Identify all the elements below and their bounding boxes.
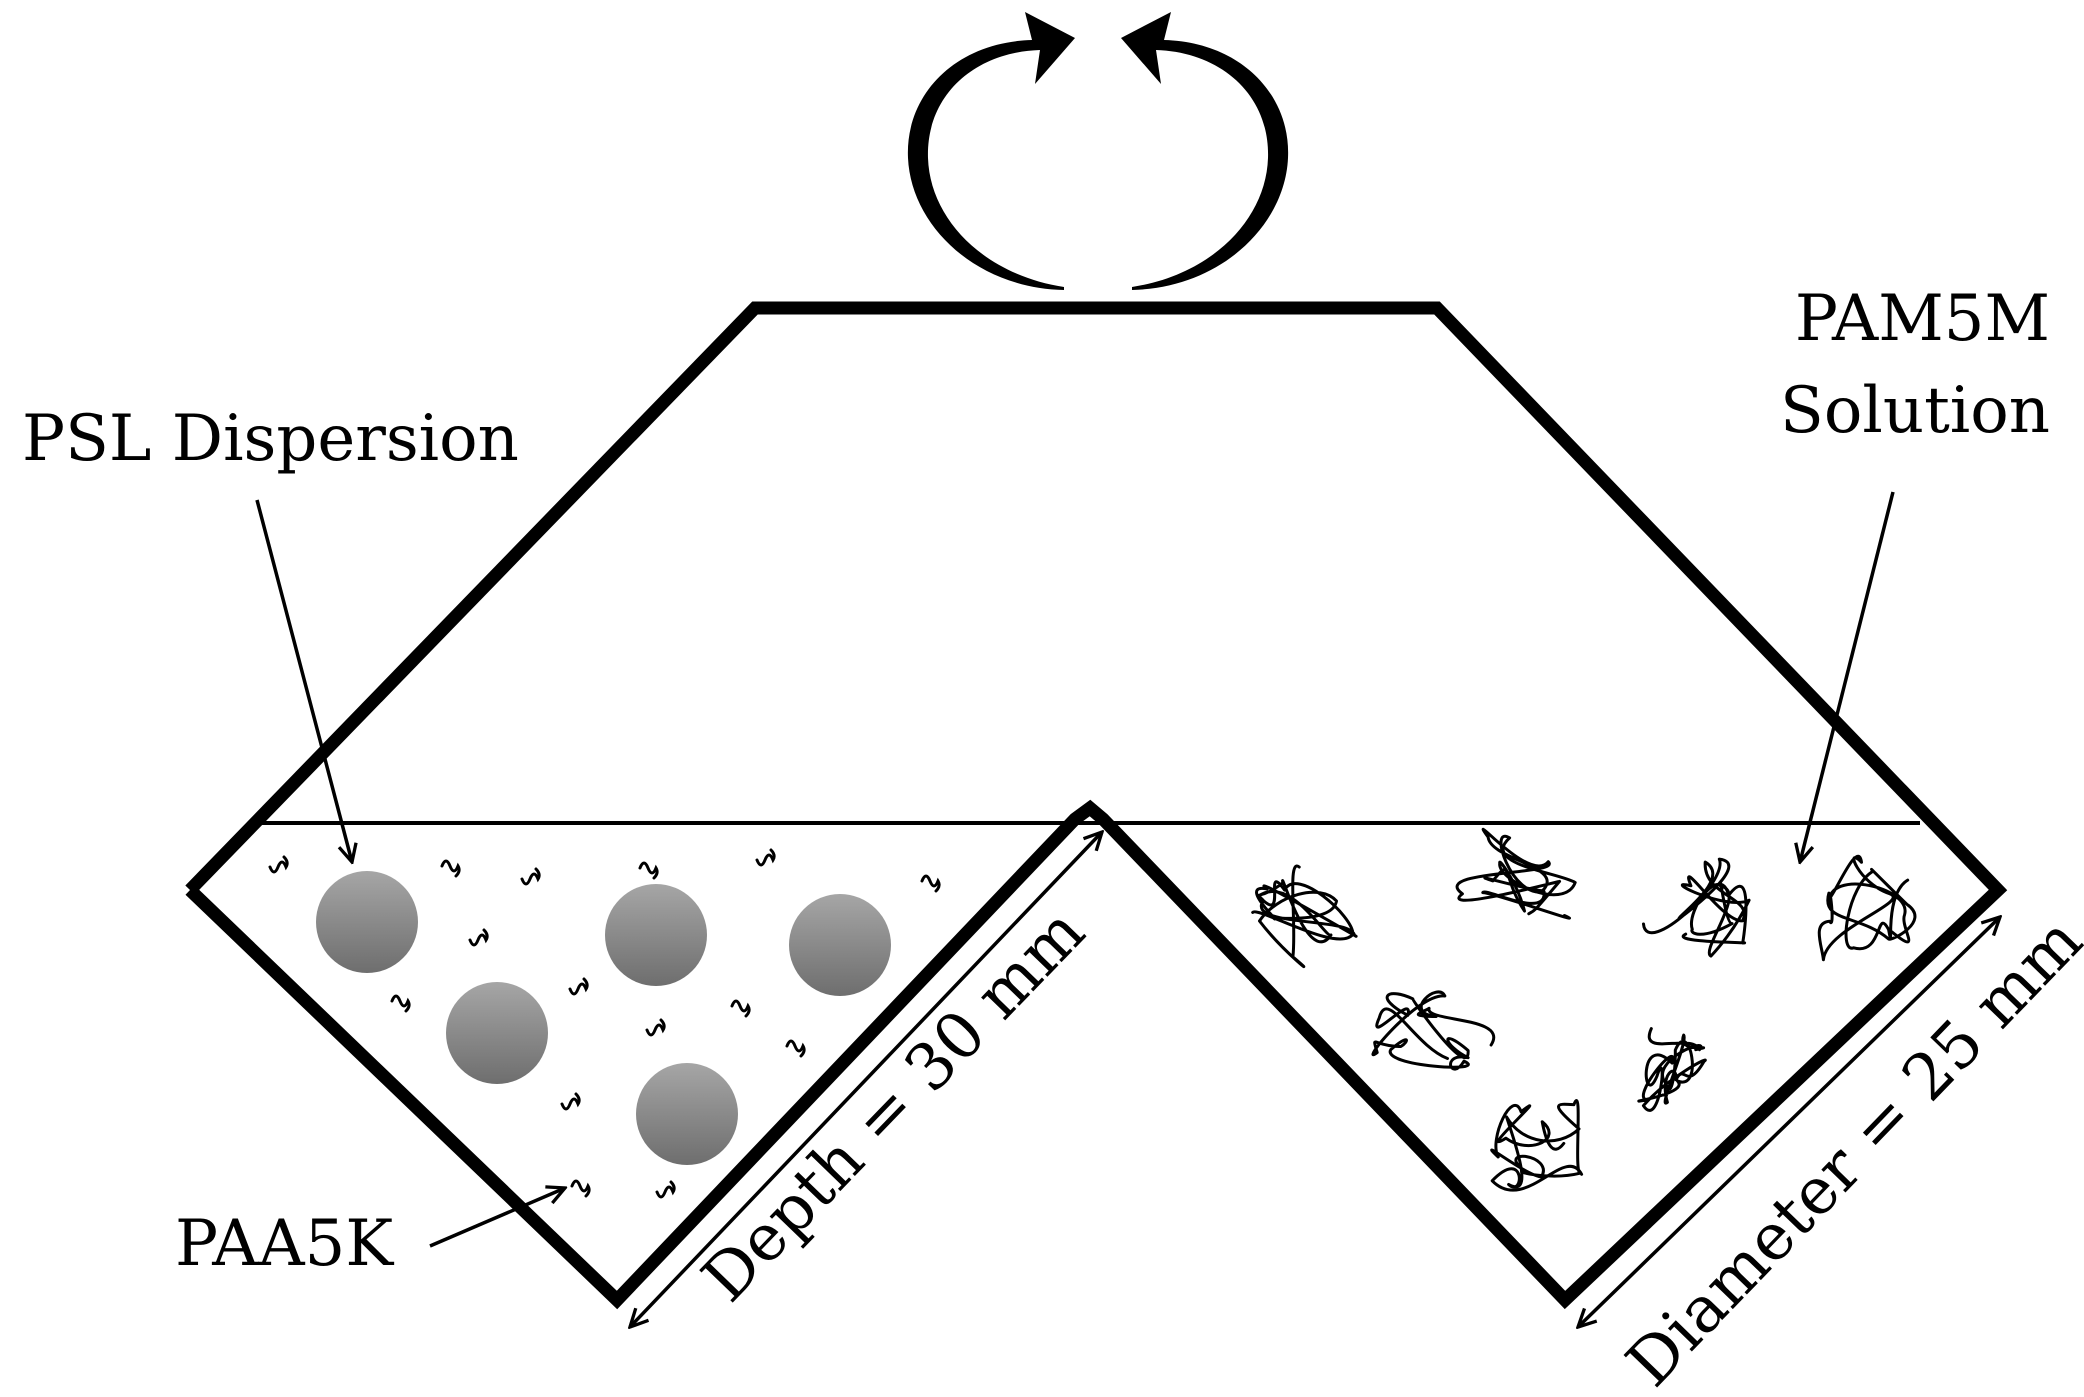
psl-particles <box>316 871 891 1165</box>
pam-label-line2: Solution <box>1780 374 2050 448</box>
depth-dimension-arrow <box>630 832 1102 1327</box>
depth-label: Depth = 30 mm <box>689 895 1100 1317</box>
paa-chain <box>520 867 541 886</box>
paa-chain <box>638 861 659 880</box>
pam-coil <box>1817 854 1917 962</box>
psl-particle <box>789 894 891 996</box>
paa-chain <box>655 1180 676 1199</box>
paa-chain <box>645 1018 666 1037</box>
pam-coil <box>1637 1027 1707 1112</box>
pam-coil <box>1642 857 1751 958</box>
psl-dispersion-label: PSL Dispersion <box>22 402 519 476</box>
pam-label-line1: PAM5M <box>1795 282 2050 356</box>
rotation-arrows-icon <box>907 12 1289 290</box>
pam-coils <box>1251 827 1917 1192</box>
paa-chain <box>785 1039 806 1058</box>
paa-chain <box>390 994 411 1013</box>
paa-chain <box>560 1092 581 1111</box>
pam-coil <box>1251 864 1358 969</box>
paa-chain <box>440 859 461 878</box>
pam-pointer-arrow <box>1800 491 1895 862</box>
pam-coil <box>1455 827 1577 920</box>
paa-chain <box>755 848 776 867</box>
paa-chain <box>730 999 751 1018</box>
psl-particle <box>316 871 418 973</box>
paa-chain <box>920 874 941 893</box>
psl-particle <box>636 1063 738 1165</box>
paa-chain <box>268 855 289 874</box>
diameter-label: Diameter = 25 mm <box>1613 904 2084 1397</box>
pam-coil <box>1490 1099 1584 1192</box>
paa-pointer-arrow <box>429 1188 565 1248</box>
psl-particle <box>446 982 548 1084</box>
paa-chain <box>468 928 489 947</box>
paa-chain <box>570 1179 591 1198</box>
paa-chain <box>568 977 589 996</box>
diameter-dimension-arrow <box>1578 917 2000 1327</box>
psl-particle <box>605 884 707 986</box>
psl-pointer-arrow <box>255 499 352 862</box>
paa-label: PAA5K <box>175 1207 394 1281</box>
pam-coil <box>1371 990 1496 1071</box>
